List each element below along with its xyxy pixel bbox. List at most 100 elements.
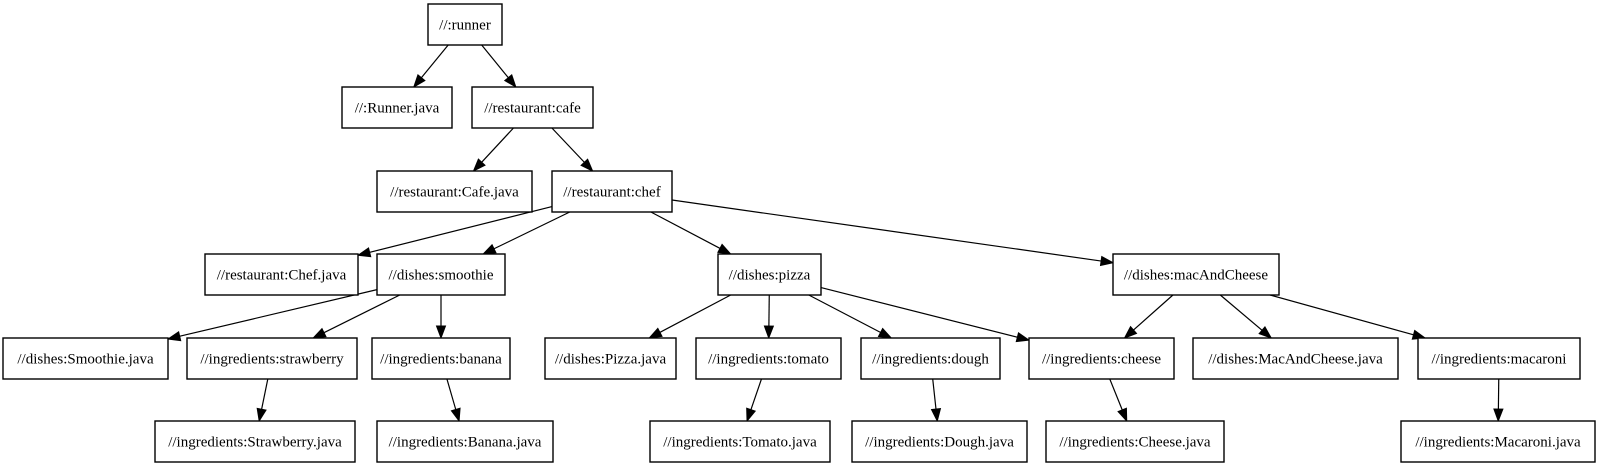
- graph-edge-chef-to-smoothie: [481, 211, 571, 255]
- edge-arrowhead-icon: [412, 74, 426, 89]
- edge-line: [671, 199, 1104, 262]
- node-box: [1400, 420, 1596, 463]
- edge-line: [932, 378, 937, 412]
- graph-edge-pizza-to-Pizza.java: [648, 294, 731, 339]
- node-box: [154, 420, 356, 463]
- graph-edge-macaroni-to-Macaroni.java: [1493, 378, 1504, 423]
- node-box: [341, 86, 453, 129]
- graph-edge-pizza-to-cheese: [820, 286, 1031, 343]
- edge-arrowhead-icon: [450, 407, 461, 423]
- edge-arrowhead-icon: [503, 74, 517, 89]
- node-label: //ingredients:Macaroni.java: [1415, 435, 1581, 451]
- edge-line: [479, 127, 514, 165]
- graph-node-chef: //restaurant:chef: [551, 170, 673, 213]
- edge-arrowhead-icon: [763, 325, 775, 340]
- edge-line: [808, 294, 883, 334]
- graph-edge-smoothie-to-Smoothie.java: [166, 289, 378, 342]
- edge-arrowhead-icon: [256, 407, 267, 423]
- edge-arrowhead-icon: [930, 408, 942, 423]
- edge-line: [551, 127, 587, 165]
- graph-node-cheese: //ingredients:cheese: [1028, 337, 1175, 380]
- edge-line: [820, 286, 1020, 339]
- graph-node-Cafe.java: //restaurant:Cafe.java: [376, 170, 533, 213]
- node-box: [204, 253, 359, 296]
- node-box: [1112, 253, 1280, 296]
- graph-edge-chef-to-Chef.java: [356, 205, 553, 258]
- node-box: [695, 337, 842, 380]
- edge-line: [1131, 294, 1174, 332]
- graph-node-Runner.java: //:Runner.java: [341, 86, 453, 129]
- edge-line: [1219, 294, 1264, 333]
- node-box: [376, 253, 506, 296]
- edge-line: [321, 294, 401, 335]
- graph-node-tomato: //ingredients:tomato: [695, 337, 842, 380]
- node-box: [551, 170, 673, 213]
- node-box: [186, 337, 358, 380]
- node-label: //restaurant:chef: [563, 185, 660, 201]
- graph-edge-cheese-to-Cheese.java: [1109, 378, 1128, 423]
- graph-node-Dough.java: //ingredients:Dough.java: [851, 420, 1028, 463]
- edge-arrowhead-icon: [1099, 255, 1115, 267]
- node-label: //ingredients:tomato: [708, 352, 829, 368]
- node-label: //ingredients:macaroni: [1432, 352, 1567, 368]
- node-box: [851, 420, 1028, 463]
- node-box: [2, 337, 169, 380]
- edge-arrowhead-icon: [717, 243, 732, 255]
- graph-node-dough: //ingredients:dough: [860, 337, 1001, 380]
- node-label: //ingredients:Strawberry.java: [168, 435, 342, 451]
- node-label: //dishes:Smoothie.java: [17, 352, 154, 368]
- graph-edge-cafe-to-chef: [551, 127, 594, 173]
- graph-node-banana: //ingredients:banana: [371, 337, 511, 380]
- edge-arrowhead-icon: [746, 407, 757, 423]
- graph-edge-smoothie-to-banana: [435, 295, 447, 340]
- graph-edge-strawberry-to-Strawberry.java: [256, 378, 269, 423]
- node-label: //dishes:Pizza.java: [555, 352, 667, 368]
- edge-arrowhead-icon: [1015, 332, 1031, 343]
- edge-line: [650, 211, 723, 250]
- node-label: //ingredients:Cheese.java: [1059, 435, 1211, 451]
- node-box: [427, 3, 503, 46]
- graph-node-Banana.java: //ingredients:Banana.java: [376, 420, 554, 463]
- edge-arrowhead-icon: [1117, 407, 1128, 423]
- graph-node-Chef.java: //restaurant:Chef.java: [204, 253, 359, 296]
- node-box: [1045, 420, 1225, 463]
- graph-node-smoothie: //dishes:smoothie: [376, 253, 506, 296]
- graph-node-Macaroni.java: //ingredients:Macaroni.java: [1400, 420, 1596, 463]
- edge-arrowhead-icon: [1123, 325, 1138, 339]
- node-label: //restaurant:Cafe.java: [390, 185, 519, 201]
- graph-edge-runner-to-cafe: [481, 44, 517, 89]
- graph-edge-dough-to-Dough.java: [930, 378, 942, 423]
- edge-line: [260, 378, 269, 412]
- node-box: [860, 337, 1001, 380]
- edge-line: [481, 44, 510, 80]
- graph-node-MacAndCheese.java: //dishes:MacAndCheese.java: [1192, 337, 1399, 380]
- node-label: //dishes:MacAndCheese.java: [1208, 352, 1383, 368]
- node-box: [1028, 337, 1175, 380]
- edge-line: [657, 294, 731, 334]
- node-box: [376, 420, 554, 463]
- graph-node-Smoothie.java: //dishes:Smoothie.java: [2, 337, 169, 380]
- graph-edge-macAndCheese-to-macaroni: [1269, 294, 1427, 340]
- node-box: [544, 337, 677, 380]
- graph-edge-pizza-to-dough: [808, 294, 893, 339]
- edge-line: [419, 44, 449, 80]
- node-label: //:Runner.java: [355, 101, 440, 117]
- node-box: [1192, 337, 1399, 380]
- graph-node-Pizza.java: //dishes:Pizza.java: [544, 337, 677, 380]
- node-box: [717, 253, 822, 296]
- edge-arrowhead-icon: [1258, 325, 1273, 339]
- node-label: //ingredients:banana: [380, 352, 502, 368]
- node-label: //dishes:macAndCheese: [1124, 268, 1268, 284]
- node-box: [471, 86, 594, 129]
- node-label: //restaurant:cafe: [484, 101, 581, 117]
- graph-node-macaroni: //ingredients:macaroni: [1417, 337, 1581, 380]
- edge-arrowhead-icon: [166, 331, 182, 342]
- graph-edge-banana-to-Banana.java: [446, 378, 461, 423]
- node-label: //restaurant:Chef.java: [217, 268, 347, 284]
- graph-edge-pizza-to-tomato: [763, 294, 775, 340]
- graph-edge-cafe-to-Cafe.java: [472, 127, 514, 173]
- edge-line: [491, 211, 571, 251]
- node-label: //:runner: [439, 18, 491, 34]
- node-box: [376, 170, 533, 213]
